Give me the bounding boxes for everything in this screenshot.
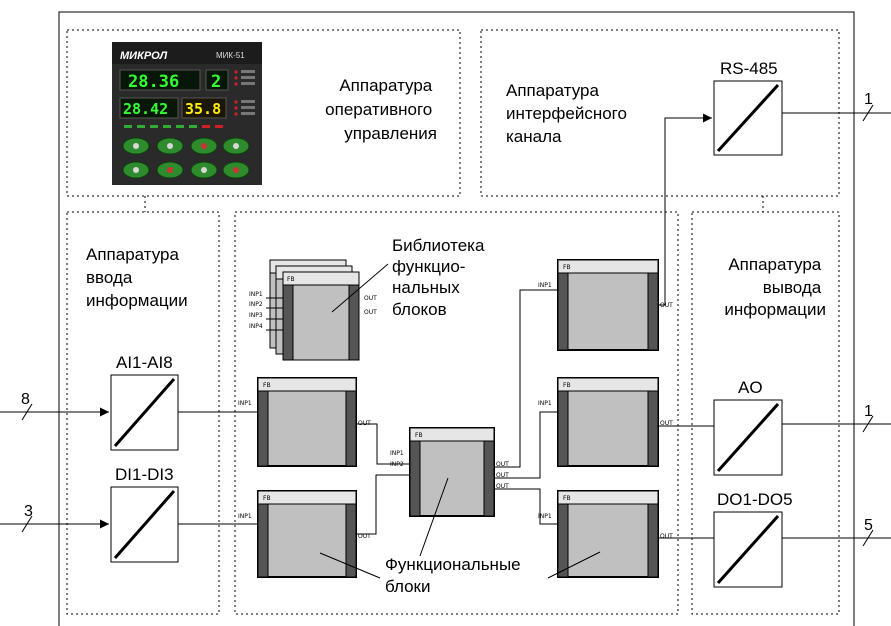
display-bottom: 28.42 bbox=[123, 100, 168, 118]
group-frame-function bbox=[234, 211, 679, 615]
count-rs485-out: 1 bbox=[864, 91, 873, 108]
fb-input-label: INP1 bbox=[538, 282, 552, 289]
fb-output-label: OUT bbox=[496, 483, 509, 490]
svg-text:INP4: INP4 bbox=[249, 323, 263, 330]
count-ao-out: 1 bbox=[864, 403, 873, 420]
device-model: МИК-51 bbox=[216, 51, 245, 60]
display-top-small: 2 bbox=[211, 72, 221, 92]
display-top: 28.36 bbox=[128, 72, 179, 92]
svg-text:INP2: INP2 bbox=[249, 301, 263, 308]
fb-input-label: INP1 bbox=[390, 450, 404, 457]
label-operational: Аппаратура оперативного управления bbox=[325, 76, 437, 143]
fb-output-label: OUT bbox=[660, 533, 673, 540]
converter-ai bbox=[110, 374, 179, 451]
fb-output-label: OUT bbox=[660, 420, 673, 427]
fb-header-label: FB bbox=[263, 495, 271, 502]
svg-text:OUT: OUT bbox=[364, 295, 377, 302]
fb-input-label: INP1 bbox=[538, 513, 552, 520]
label-ao: AO bbox=[738, 378, 763, 397]
label-input: Аппаратура ввода информации bbox=[86, 245, 188, 310]
converter-rs485 bbox=[713, 80, 783, 156]
group-frame-operational bbox=[66, 29, 461, 197]
label-di: DI1-DI3 bbox=[115, 465, 174, 484]
svg-text:INP1: INP1 bbox=[249, 291, 263, 298]
fb-header-label: FB bbox=[563, 264, 571, 271]
count-ai-in: 8 bbox=[21, 391, 30, 408]
converter-di bbox=[110, 486, 179, 563]
converter-ao bbox=[713, 399, 783, 476]
controller-device-image: МИКРОЛ МИК-51 28.36 2 28.42 35.8 bbox=[112, 42, 262, 185]
label-rs485: RS-485 bbox=[720, 59, 778, 78]
svg-text:FB: FB bbox=[287, 276, 295, 283]
group-frame-input bbox=[66, 211, 220, 615]
fb-header-label: FB bbox=[563, 382, 571, 389]
label-library: Библиотека функцио- нальных блоков bbox=[392, 236, 489, 319]
label-interface: Аппаратура интерфейсного канала bbox=[506, 81, 632, 146]
group-frame-output bbox=[691, 211, 840, 615]
fb-header-label: FB bbox=[263, 382, 271, 389]
svg-text:INP3: INP3 bbox=[249, 312, 263, 319]
label-output: Аппаратура вывода информации bbox=[724, 255, 826, 319]
fb-header-label: FB bbox=[563, 495, 571, 502]
label-function-blocks: Функциональные блоки bbox=[385, 555, 525, 596]
converter-do bbox=[713, 511, 783, 588]
label-do: DO1-DO5 bbox=[717, 490, 793, 509]
bus-ticks bbox=[21, 104, 874, 547]
count-do-out: 5 bbox=[864, 517, 873, 534]
device-logo: МИКРОЛ bbox=[120, 50, 168, 62]
library-block-stack: FB INP1 INP2 INP3 INP4 OUT OUT bbox=[249, 259, 377, 361]
svg-text:OUT: OUT bbox=[364, 309, 377, 316]
fb-input-label: INP1 bbox=[538, 400, 552, 407]
fb-output-label: OUT bbox=[358, 533, 371, 540]
fb-output-label: OUT bbox=[660, 302, 673, 309]
count-di-in: 3 bbox=[24, 503, 33, 520]
fb-output-label: OUT bbox=[496, 472, 509, 479]
fb-input-label: INP1 bbox=[238, 513, 252, 520]
label-ai: AI1-AI8 bbox=[116, 353, 173, 372]
fb-header-label: FB bbox=[415, 432, 423, 439]
display-bottom-right: 35.8 bbox=[185, 100, 221, 118]
fb-input-label: INP1 bbox=[238, 400, 252, 407]
connections bbox=[0, 112, 891, 579]
fb-output-label: OUT bbox=[496, 461, 509, 468]
outer-frame bbox=[58, 11, 855, 626]
